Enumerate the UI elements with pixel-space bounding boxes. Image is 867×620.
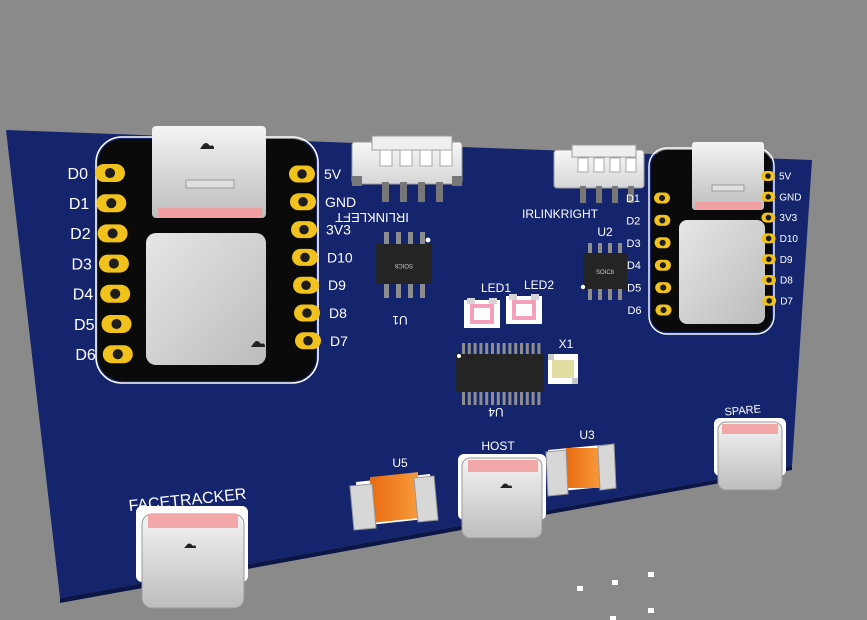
left-module-left-pad-d5 [101, 315, 132, 333]
left-module-left-label-d4: D4 [73, 287, 94, 304]
left-module-left-label-d6: D6 [75, 347, 96, 364]
right-module-left-label-d2: D2 [626, 215, 640, 227]
left-module-left-pad-d1 [96, 194, 127, 213]
left-module-left-label-d1: D1 [69, 196, 90, 213]
right-module-right-label-5v: 5V [779, 172, 792, 183]
u4-chip [456, 343, 544, 405]
right-module-left-pad-d5 [655, 282, 672, 294]
facetracker-usb-logo-icon [184, 543, 196, 548]
left-module-left-pad-d6 [102, 345, 133, 364]
left-module-right-pad-5v [289, 165, 315, 183]
u3-component [545, 443, 617, 497]
left-module-right-pad-d9 [293, 276, 319, 294]
left-module-right-label-d7: D7 [330, 333, 348, 349]
left-module-right-label-d10: D10 [327, 249, 353, 265]
label-spare: SPARE [724, 403, 761, 418]
usb-c-spare [714, 418, 786, 491]
left-module-right-label-5v: 5V [324, 166, 342, 182]
right-module-left-pad-d6 [655, 304, 672, 316]
left-module [95, 126, 321, 384]
loose-parts [577, 572, 654, 620]
right-module-left-pad-d2 [654, 214, 671, 226]
right-module-right-pad-d8 [762, 275, 776, 285]
led1 [464, 298, 500, 328]
left-module-shield-logo-icon [251, 341, 265, 347]
right-module-right-label-d10: D10 [780, 234, 799, 245]
left-module-left-pad-d4 [100, 284, 131, 303]
left-module-shield [146, 233, 266, 365]
irlink-left-connector [351, 135, 463, 202]
right-module-left-pad-d1 [654, 192, 670, 204]
left-module-right-label-d9: D9 [328, 277, 346, 293]
left-module-right-pad-gnd [290, 193, 316, 211]
label-u5: U5 [392, 456, 408, 470]
right-module-left-label-d6: D6 [627, 305, 641, 317]
left-module-right-pad-d8 [294, 304, 320, 322]
right-module-right-pad-d10 [761, 233, 776, 244]
right-module-right-label-d9: D9 [780, 255, 793, 266]
label-led2: LED2 [524, 278, 554, 292]
left-module-right-label-d8: D8 [329, 305, 347, 321]
right-module-left-label-d3: D3 [627, 238, 641, 250]
right-module-right-pad-gnd [761, 191, 776, 202]
right-module-left-pad-d3 [654, 237, 671, 249]
u1-chip: SOIC8 [376, 232, 432, 298]
left-module-left-pad-d3 [98, 254, 129, 273]
right-module-right-label-d7: D7 [780, 296, 793, 307]
x1-crystal [548, 354, 578, 384]
left-module-right-pad-3v3 [291, 221, 317, 239]
label-u1: U1 [392, 313, 408, 327]
left-module-right-pad-d7 [295, 332, 321, 350]
led2 [506, 294, 542, 324]
right-module-left-label-d4: D4 [627, 260, 641, 272]
right-module-usb-opening [711, 184, 745, 192]
right-module-right-pad-d7 [762, 295, 777, 306]
right-module-left-label-d1: D1 [626, 193, 640, 205]
right-module-right-pad-d9 [761, 254, 776, 265]
label-x1: X1 [559, 337, 574, 351]
label-irlinkright: IRLINKRIGHT [522, 207, 599, 221]
label-u3: U3 [579, 428, 595, 442]
left-module-left-label-d3: D3 [71, 256, 92, 273]
right-module-right-label-3v3: 3V3 [779, 213, 797, 224]
right-module-usb-contacts [695, 202, 761, 209]
u1-chip-mark: SOIC8 [394, 262, 413, 268]
label-u2: U2 [597, 225, 613, 239]
usb-c-facetracker [136, 506, 248, 609]
left-module-usb [152, 126, 266, 218]
right-module-left-label-d5: D5 [627, 283, 641, 295]
left-module-left-label-d5: D5 [74, 317, 95, 334]
label-led1: LED1 [481, 281, 511, 295]
right-module [648, 142, 777, 335]
left-module-left-label-d0: D0 [68, 166, 89, 183]
left-module-usb-opening [185, 179, 235, 189]
right-module-right-label-gnd: GND [779, 192, 801, 203]
left-module-logo-icon [200, 143, 214, 149]
host-usb-logo-icon [500, 483, 512, 488]
right-module-left-pad-d4 [654, 259, 671, 271]
label-u4: U4 [488, 405, 504, 419]
left-module-usb-contacts [158, 208, 262, 218]
left-module-right-label-gnd: GND [325, 194, 356, 210]
right-module-usb [692, 142, 764, 210]
irlink-right-connector [553, 144, 645, 203]
u2-chip: SOIC8 [580, 243, 627, 300]
left-module-right-pad-d10 [292, 248, 318, 266]
right-module-shield [679, 220, 765, 324]
usb-c-host [458, 454, 546, 539]
left-module-left-pad-d2 [97, 224, 128, 243]
left-module-left-pad-d0 [95, 164, 125, 182]
left-module-left-label-d2: D2 [70, 226, 91, 243]
left-module-right-label-3v3: 3V3 [326, 222, 351, 238]
label-host: HOST [481, 439, 515, 453]
right-module-right-pad-5v [761, 171, 775, 181]
u2-chip-mark: SOIC8 [596, 270, 615, 276]
right-module-right-pad-3v3 [761, 212, 776, 223]
right-module-right-label-d8: D8 [780, 276, 793, 287]
u5-component [349, 472, 439, 531]
label-irlinkleft: IRLINKLEFT [335, 210, 409, 225]
